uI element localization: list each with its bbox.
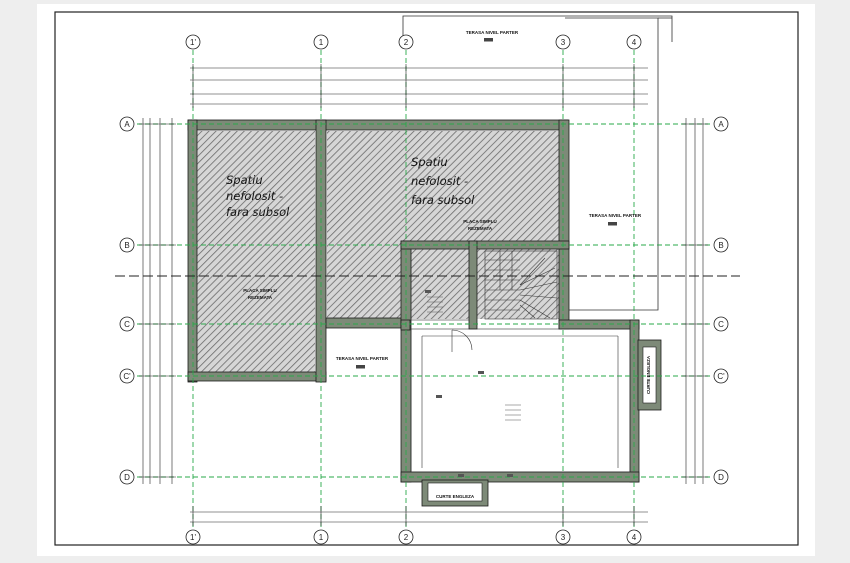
unused-space-label-right-2: nefolosit - — [411, 174, 468, 188]
axis-label-bottom-2: 2 — [404, 533, 409, 542]
english-courtyard-label: CURTE ENGLEZA — [436, 494, 475, 499]
unused-area-left — [197, 131, 315, 372]
axis-lines — [137, 50, 712, 530]
axis-label-right-a: A — [718, 120, 724, 129]
axis-label-left-b: B — [124, 241, 129, 250]
room-interior — [410, 248, 631, 473]
axis-label-left-cp: C' — [123, 372, 131, 381]
unused-space-label-left-2: nefolosit - — [226, 189, 283, 203]
lightwell-vertical-label: CURTE ENGLEZA — [646, 355, 651, 394]
axis-label-top-2: 2 — [404, 38, 409, 47]
axis-label-right-cp: C' — [717, 372, 725, 381]
axis-label-left-c: C — [124, 320, 130, 329]
axis-label-bottom-1: 1 — [319, 533, 324, 542]
unused-space-label-right-1: Spatiu — [411, 155, 448, 169]
axis-label-bottom-4: 4 — [632, 533, 637, 542]
axis-label-right-d: D — [718, 473, 724, 482]
axis-label-top-1p: 1' — [190, 38, 196, 47]
slab-label-right-2: REZEMATA — [468, 226, 493, 231]
floor-plan: 1' 1 2 3 4 1' 1 2 3 4 A B C C' D A — [54, 11, 799, 546]
axis-label-left-d: D — [124, 473, 130, 482]
axis-bubbles-left: A B C C' D — [119, 116, 135, 485]
terrace-label-right: TERASA NIVEL PARTER — [589, 213, 642, 218]
room-notes — [427, 296, 521, 421]
dimension-lines-bottom — [190, 506, 648, 526]
sheet-border — [54, 11, 799, 546]
unused-space-label-left-3: fara subsol — [226, 205, 290, 219]
axis-bubbles-bottom: 1' 1 2 3 4 — [185, 529, 642, 545]
terrace-outline — [402, 15, 673, 311]
unused-space-label-right-3: fara subsol — [411, 193, 475, 207]
axis-label-top-3: 3 — [561, 38, 566, 47]
dimension-lines-left — [139, 118, 176, 484]
axis-label-top-4: 4 — [632, 38, 637, 47]
terrace-label-top: TERASA NIVEL PARTER — [466, 30, 519, 35]
staircase — [484, 250, 558, 320]
terrace-label-mid: TERASA NIVEL PARTER — [336, 356, 389, 361]
axis-label-right-c: C — [718, 320, 724, 329]
slab-label-left-2: REZEMATA — [248, 295, 273, 300]
dimension-lines-top — [190, 64, 648, 108]
axis-label-top-1: 1 — [319, 38, 324, 47]
axis-bubbles-top: 1' 1 2 3 4 — [185, 34, 642, 50]
axis-label-bottom-3: 3 — [561, 533, 566, 542]
axis-bubbles-right: A B C C' D — [713, 116, 729, 485]
axis-label-bottom-1p: 1' — [190, 533, 196, 542]
slab-label-right-1: PLACA SIMPLU — [463, 219, 497, 224]
annotation-tags — [425, 290, 513, 477]
axis-label-right-b: B — [718, 241, 723, 250]
axis-label-left-a: A — [124, 120, 130, 129]
slab-label-left-1: PLACA SIMPLU — [243, 288, 277, 293]
dimension-lines-right — [682, 118, 708, 484]
drawing-sheet: 1' 1 2 3 4 1' 1 2 3 4 A B C C' D A — [37, 4, 815, 556]
unused-space-label-left-1: Spatiu — [226, 173, 263, 187]
unused-area-right — [327, 131, 560, 319]
